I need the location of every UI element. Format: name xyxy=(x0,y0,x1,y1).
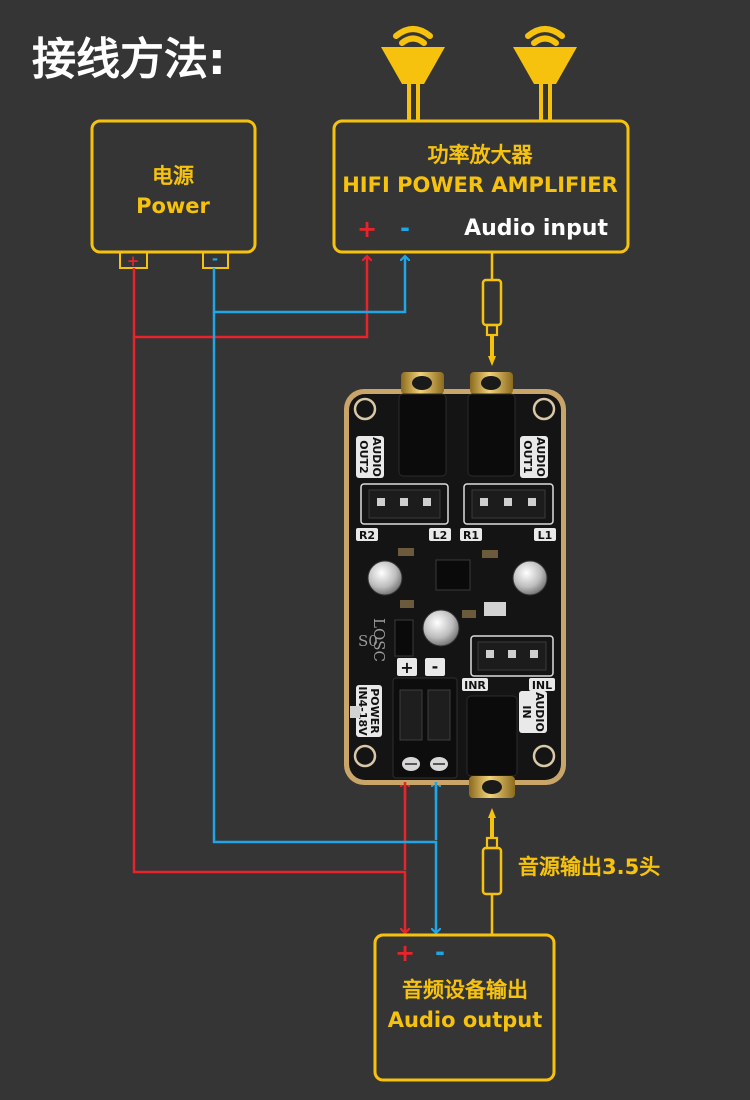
inr-label: INR xyxy=(464,679,486,692)
audio-out2-jack xyxy=(398,372,447,477)
r1-label: R1 xyxy=(463,529,479,542)
amplifier-plus-sign: + xyxy=(357,215,377,243)
power-supply-box: 电源 Power + - xyxy=(90,119,257,270)
audio-out1-label-line2: OUT1 xyxy=(521,440,534,473)
board-brand: LOSC xyxy=(370,618,388,662)
audio-in-jack xyxy=(466,695,518,798)
power-terminal-block xyxy=(392,677,458,779)
source-output-label: 音源输出3.5头 xyxy=(518,855,660,879)
board-model: S0 xyxy=(358,632,378,650)
amplifier-label-cn: 功率放大器 xyxy=(428,143,534,167)
board-minus-mark: - xyxy=(432,657,439,676)
board-plus-mark: + xyxy=(400,658,413,677)
audio-out2-label-line2: OUT2 xyxy=(357,440,370,473)
output-label-en: Audio output xyxy=(388,1008,543,1032)
r2-label: R2 xyxy=(359,529,375,542)
audio-out2-label-line1: AUDIO xyxy=(370,437,383,477)
power-minus-terminal: - xyxy=(212,250,218,268)
power-in-label-line1: POWER xyxy=(368,688,381,734)
power-in-label-line2: IN4-18V xyxy=(356,686,369,736)
audio-in-label-line2: IN xyxy=(520,705,533,718)
output-minus-sign: - xyxy=(435,938,445,966)
audio-in-label-line1: AUDIO xyxy=(533,692,546,732)
output-label-cn: 音频设备输出 xyxy=(402,978,528,1002)
amplifier-minus-sign: - xyxy=(400,214,410,242)
power-plus-terminal: + xyxy=(127,252,140,270)
page-title: 接线方法: xyxy=(32,34,226,85)
speaker-icon xyxy=(513,26,577,120)
audio-out1-jack xyxy=(467,372,516,477)
audio-jack-plug-icon xyxy=(481,252,503,366)
speaker-icon xyxy=(381,26,445,120)
inl-label: INL xyxy=(532,679,552,692)
amplifier-label-en: HIFI POWER AMPLIFIER xyxy=(342,173,618,197)
audio-input-label: Audio input xyxy=(464,216,608,241)
audio-out1-label-line1: AUDIO xyxy=(534,437,547,477)
l1-label: L1 xyxy=(538,529,553,542)
audio-output-box: + - 音频设备输出 Audio output xyxy=(373,933,556,1082)
l2-label: L2 xyxy=(433,529,448,542)
pcb-board: AUDIO OUT2 AUDIO OUT1 R2 L2 R1 L1 xyxy=(344,372,566,798)
output-plus-sign: + xyxy=(395,939,415,967)
amplifier-box: 功率放大器 HIFI POWER AMPLIFIER + - Audio inp… xyxy=(332,119,630,254)
power-label-cn: 电源 xyxy=(152,164,194,188)
power-label-en: Power xyxy=(136,194,210,218)
audio-jack-plug-icon xyxy=(481,808,503,935)
